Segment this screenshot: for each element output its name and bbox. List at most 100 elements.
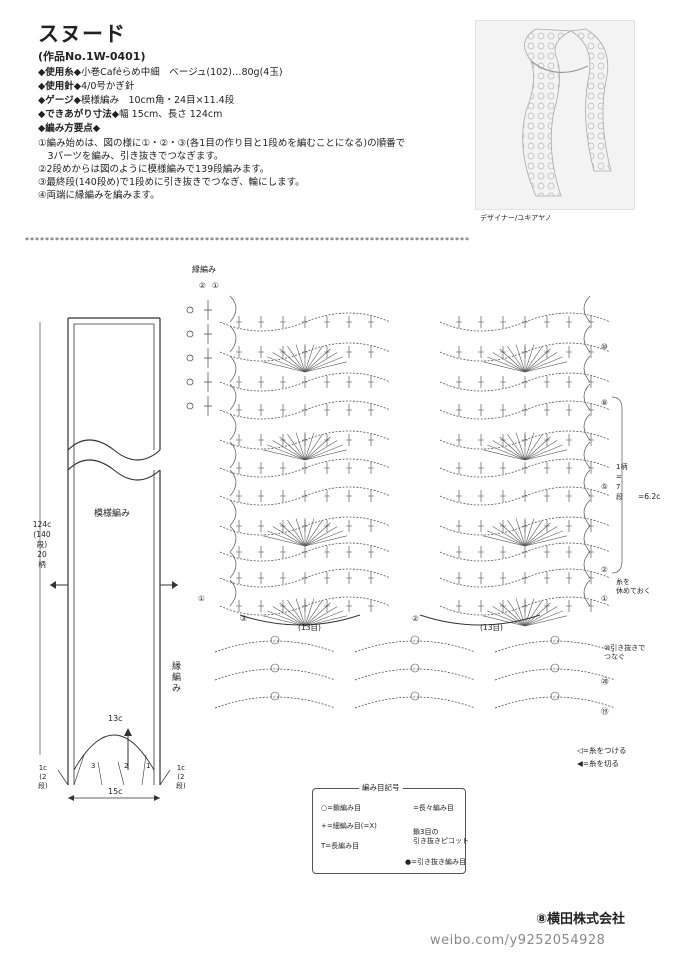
chart-single-mark xyxy=(280,546,286,558)
chart-single-mark xyxy=(258,490,264,502)
chart-fan-stitch xyxy=(272,606,306,627)
chart-fan-stitch xyxy=(482,535,526,547)
chart-single-mark xyxy=(588,490,594,502)
chart-single-mark xyxy=(522,462,528,474)
chart-fan-stitch xyxy=(304,526,338,547)
chart-fan-stitch xyxy=(304,602,331,627)
chart-edge-arc xyxy=(494,640,616,653)
chart-single-mark xyxy=(324,404,330,416)
chart-single-mark xyxy=(522,316,528,328)
chart-side-fan xyxy=(583,525,591,553)
chart-single-mark xyxy=(236,346,242,358)
chart-single-mark xyxy=(456,316,462,328)
chart-single-mark xyxy=(280,434,286,446)
chart-fan-stitch xyxy=(304,522,331,547)
chart-picot xyxy=(270,635,280,645)
chart-fan-stitch xyxy=(524,356,563,373)
chart-single-mark xyxy=(588,520,594,532)
chart-picot xyxy=(410,691,420,701)
chart-single-mark xyxy=(566,376,572,388)
chart-single-mark xyxy=(346,520,352,532)
chart-single-mark xyxy=(258,346,264,358)
chart-single-mark xyxy=(346,346,352,358)
chart-single-mark xyxy=(522,490,528,502)
work-number: (作品No.1W-0401) xyxy=(38,50,146,63)
chart-single-mark xyxy=(302,462,308,474)
chart-single-mark xyxy=(478,316,484,328)
chart-fan-stitch xyxy=(524,600,543,627)
chart-chain-arc xyxy=(439,542,611,562)
chart-fan-stitch xyxy=(515,598,526,627)
step-line: ③最終段(140段め)で1段めに引き抜きでつなぎ、輪にします。 xyxy=(38,177,305,188)
chart-single-mark xyxy=(544,346,550,358)
bottom-row-20: ⑳ xyxy=(601,677,609,686)
chart-fan-stitch xyxy=(304,440,338,461)
chart-picot xyxy=(550,663,560,673)
chart-single-mark xyxy=(478,462,484,474)
chart-fan-stitch xyxy=(267,444,306,461)
info-size: ◆できあがり寸法◆幅 15cm、長さ 124cm xyxy=(38,109,223,120)
chart-single-mark xyxy=(236,600,242,612)
chart-single-mark xyxy=(588,404,594,416)
chart-single-mark xyxy=(478,404,484,416)
chart-chain-arc xyxy=(219,458,391,478)
chart-chain-arc xyxy=(439,372,611,392)
chart-single-mark xyxy=(500,316,506,328)
chart-picot xyxy=(550,691,560,701)
chart-chain-arc xyxy=(439,596,611,616)
bottom-row-19: ⑲ xyxy=(601,707,609,716)
chart-fan-stitch xyxy=(499,602,526,627)
chart-single-mark xyxy=(456,572,462,584)
chart-single-mark xyxy=(566,572,572,584)
part-3: 3 xyxy=(91,762,96,770)
step-line: 3パーツを編み、引き抜きでつなぎます。 xyxy=(38,151,224,162)
chart-edge-arc xyxy=(354,668,476,681)
chart-chain-mark xyxy=(186,330,194,338)
chart-chain-arc xyxy=(439,312,611,332)
chart-single-mark xyxy=(588,316,594,328)
edge-row-2: ② xyxy=(199,281,206,290)
chart-single-mark xyxy=(302,346,308,358)
chart-single-mark xyxy=(500,346,506,358)
chart-fan-stitch xyxy=(304,444,343,461)
chart-single-mark xyxy=(368,376,374,388)
chart-fan-stitch xyxy=(295,598,306,627)
chart-chain-arc xyxy=(219,312,391,332)
chart-single-mark xyxy=(324,434,330,446)
chart-stitch-mark xyxy=(204,372,212,392)
chart-single-mark xyxy=(324,462,330,474)
chart-single-mark xyxy=(544,404,550,416)
chart-single-mark xyxy=(346,572,352,584)
divider: ****************************************… xyxy=(25,236,470,245)
chart-fan-stitch xyxy=(295,344,306,373)
chart-single-mark xyxy=(544,546,550,558)
page-title: スヌード xyxy=(38,22,126,46)
chart-single-mark xyxy=(544,600,550,612)
chart-single-mark xyxy=(544,316,550,328)
chart-fan-stitch xyxy=(524,348,551,373)
chart-edge-arc xyxy=(494,668,616,681)
legend-double: T=長編み目 xyxy=(321,842,360,850)
chart-single-mark xyxy=(456,520,462,532)
chart-single-mark xyxy=(324,546,330,558)
chart-single-mark xyxy=(456,490,462,502)
chart-fan-stitch xyxy=(524,522,551,547)
chart-single-mark xyxy=(368,404,374,416)
chart-side-fan xyxy=(229,295,237,323)
chart-single-mark xyxy=(280,404,286,416)
chart-fan-stitch xyxy=(272,440,306,461)
left-row-2: ② xyxy=(412,614,419,623)
chart-fan-stitch xyxy=(499,348,526,373)
chart-fan-stitch xyxy=(279,602,306,627)
repeat-length: =6.2c xyxy=(638,492,661,501)
chart-single-mark xyxy=(522,376,528,388)
chart-fan-stitch xyxy=(507,346,526,373)
chart-fan-stitch xyxy=(304,530,343,547)
chart-single-mark xyxy=(236,520,242,532)
chart-single-mark xyxy=(236,572,242,584)
chart-single-mark xyxy=(368,316,374,328)
info-points: ◆編み方要点◆ xyxy=(38,123,101,134)
chart-single-mark xyxy=(236,376,242,388)
